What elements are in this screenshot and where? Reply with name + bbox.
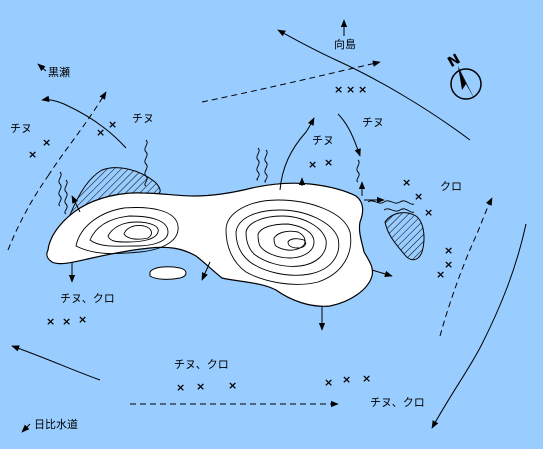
- fishing-spot: ×: [46, 315, 55, 328]
- label-chinu-kuro-w: チヌ、クロ: [60, 292, 115, 305]
- fishing-spot: ×: [358, 83, 367, 96]
- fishing-spot: ×: [324, 376, 333, 389]
- fishing-spot: ×: [196, 380, 205, 393]
- label-hibi-suido: 日比水道: [34, 417, 78, 431]
- fishing-spot: ×: [324, 156, 333, 169]
- label-chinu-kuro-se: チヌ、クロ: [370, 396, 425, 409]
- fishing-spot: ×: [42, 136, 51, 149]
- fishing-spot: ×: [402, 176, 411, 189]
- label-chinu-ne1: チヌ: [312, 134, 334, 147]
- hibi-pointer: [21, 423, 31, 433]
- fishing-spot: ×: [308, 158, 317, 171]
- fishing-spot: ×: [176, 381, 185, 394]
- fishing-spot: ×: [62, 315, 71, 328]
- fishing-spot: ×: [436, 268, 445, 281]
- fishing-spot: ×: [28, 148, 37, 161]
- island-outflow-arrows: [68, 177, 393, 331]
- fishing-spot: ×: [424, 206, 433, 219]
- label-mukoujima: 向島: [334, 37, 356, 51]
- fishing-spots: × × × × × × × × × × × × × × × × × × × × …: [28, 83, 453, 394]
- fishing-spot: ×: [342, 373, 351, 386]
- label-chinu-kuro-s: チヌ、クロ: [174, 358, 229, 371]
- fishing-spot: ×: [334, 83, 343, 96]
- contour: [123, 225, 152, 240]
- currents-solid: [11, 29, 527, 429]
- label-chinu-n: チヌ: [132, 112, 154, 125]
- contour: [107, 221, 159, 243]
- fishing-spot: ×: [444, 258, 453, 271]
- currents-dashed: [7, 60, 493, 408]
- fishing-spot: ×: [78, 313, 87, 326]
- contour: [287, 238, 307, 249]
- contour: [75, 207, 179, 255]
- kuroshio-pointer: [37, 63, 47, 72]
- contour: [245, 215, 327, 267]
- label-chinu-nw: チヌ: [10, 122, 32, 135]
- tidal-ripples: [58, 139, 415, 215]
- fishing-spot: ×: [228, 379, 237, 392]
- label-chinu-ne2: チヌ: [362, 116, 384, 129]
- label-kuro-e: クロ: [440, 180, 462, 193]
- label-kuroshio: 黒瀬: [48, 65, 70, 79]
- contour: [235, 209, 340, 276]
- contour: [257, 223, 315, 259]
- contour: [225, 199, 352, 285]
- fishing-spot: ×: [444, 244, 453, 257]
- fishing-spot: ×: [346, 83, 355, 96]
- fishing-spot: ×: [108, 118, 117, 131]
- fishing-spot: ×: [362, 372, 371, 385]
- islet: [149, 266, 187, 280]
- contour: [89, 215, 169, 247]
- fishing-spot: ×: [414, 190, 423, 203]
- reef-east: [384, 212, 425, 261]
- fishing-spot: ×: [96, 126, 105, 139]
